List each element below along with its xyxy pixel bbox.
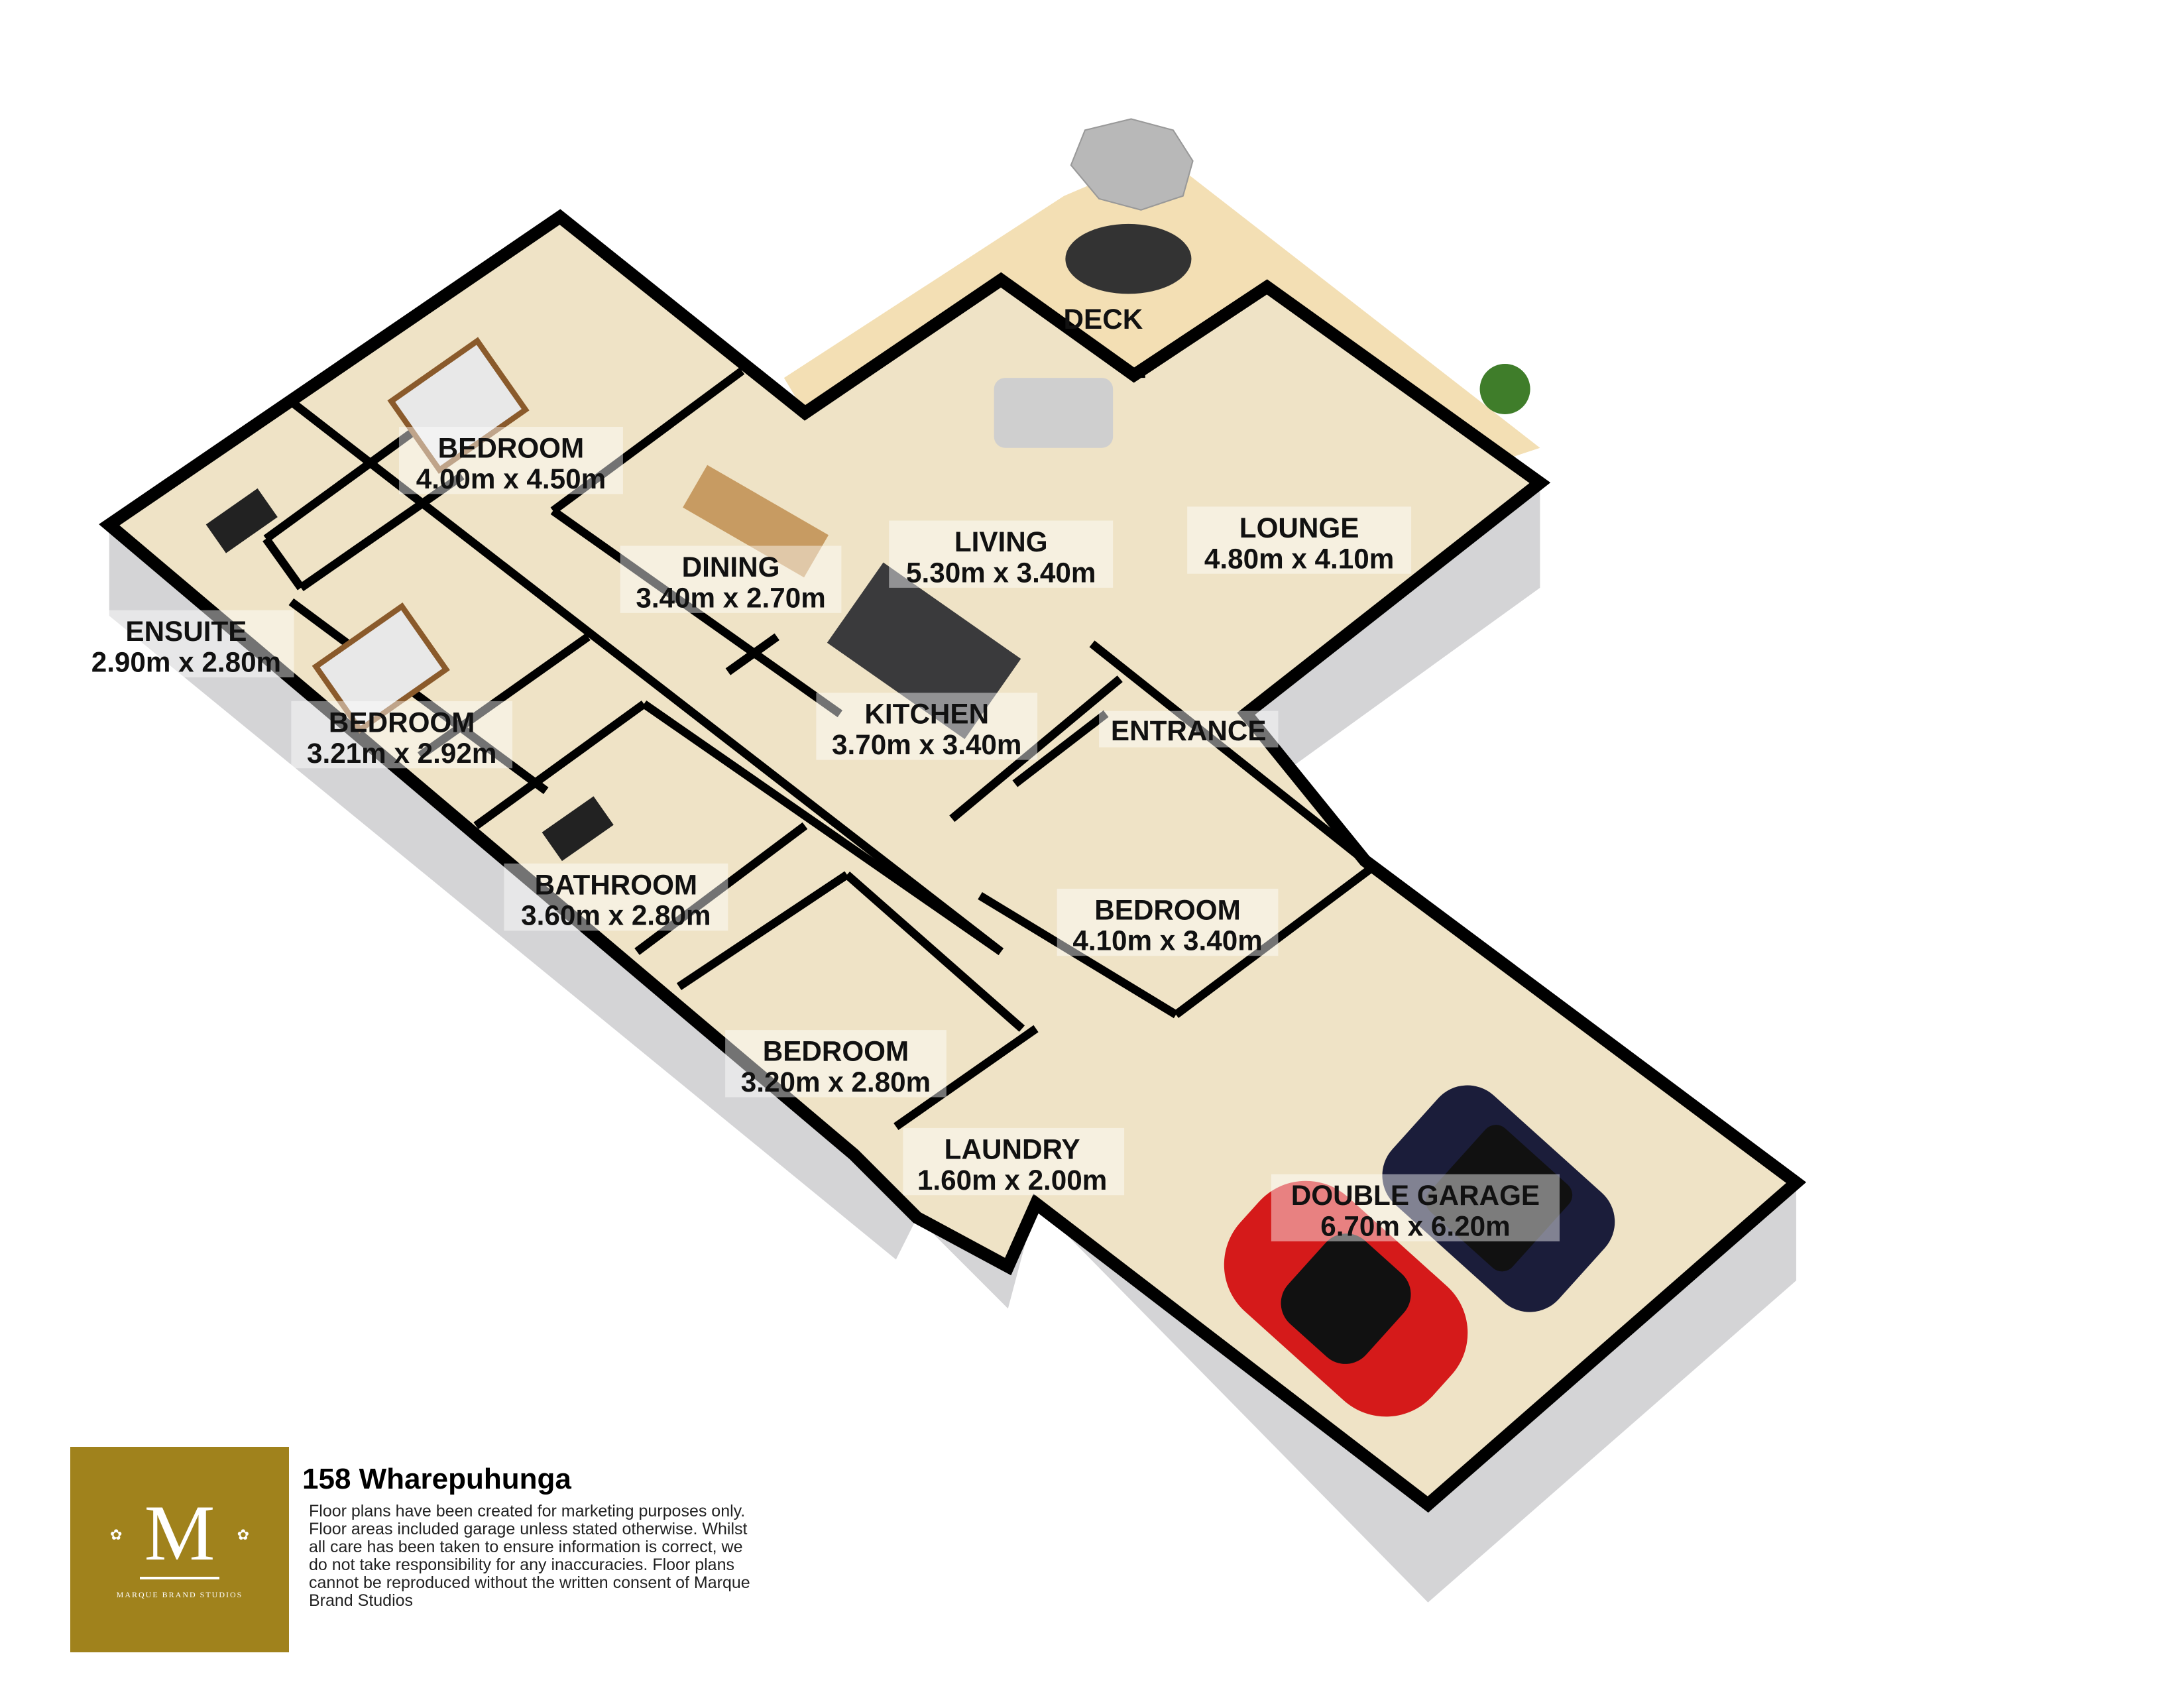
svg-text:ENSUITE: ENSUITE	[125, 616, 247, 647]
room-label-deck: DECK	[1064, 304, 1143, 335]
svg-text:ENTRANCE: ENTRANCE	[1111, 715, 1267, 746]
plant-icon	[1479, 364, 1530, 415]
svg-text:BEDROOM: BEDROOM	[1094, 894, 1241, 925]
svg-text:2.90m x 2.80m: 2.90m x 2.80m	[91, 647, 281, 678]
interior-walls	[262, 367, 1375, 1131]
svg-text:BATHROOM: BATHROOM	[535, 869, 698, 900]
kitchen-island	[827, 562, 1021, 740]
floor	[99, 209, 1807, 1513]
room-label-living: LIVING 5.30m x 3.40m	[889, 520, 1114, 588]
svg-text:LOUNGE: LOUNGE	[1239, 512, 1359, 543]
sofa	[994, 378, 1114, 448]
svg-text:5.30m x 3.40m: 5.30m x 3.40m	[906, 557, 1096, 588]
umbrella-icon	[1070, 118, 1194, 211]
svg-text:3.20m x 2.80m: 3.20m x 2.80m	[741, 1066, 931, 1098]
exterior-walls-right	[1245, 483, 1540, 770]
svg-text:BEDROOM: BEDROOM	[329, 707, 475, 738]
logo-studio-name: MARQUE BRAND STUDIOS	[116, 1590, 243, 1599]
room-label-bedroom-4: BEDROOM 3.20m x 2.80m	[725, 1030, 947, 1098]
svg-text:LIVING: LIVING	[954, 526, 1048, 557]
room-label-bedroom-3: BEDROOM 4.10m x 3.40m	[1057, 888, 1279, 956]
bed-master	[387, 337, 530, 474]
svg-text:3.21m x 2.92m: 3.21m x 2.92m	[307, 738, 496, 769]
logo-divider	[140, 1577, 219, 1579]
svg-text:LAUNDRY: LAUNDRY	[945, 1133, 1080, 1165]
deck-table	[1065, 223, 1192, 294]
room-label-bathroom: BATHROOM 3.60m x 2.80m	[504, 863, 728, 931]
room-label-kitchen: KITCHEN 3.70m x 3.40m	[816, 693, 1038, 760]
room-label-lounge: LOUNGE 4.80m x 4.10m	[1187, 506, 1412, 574]
room-label-bedroom-master: BEDROOM 4.00m x 4.50m	[398, 427, 623, 494]
bed-2	[312, 602, 450, 734]
svg-text:DOUBLE GARAGE: DOUBLE GARAGE	[1291, 1180, 1540, 1211]
property-title: 158 Wharepuhunga	[302, 1463, 571, 1495]
room-label-bedroom-2: BEDROOM 3.21m x 2.92m	[291, 701, 513, 769]
room-label-dining: DINING 3.40m x 2.70m	[620, 545, 842, 613]
svg-text:1.60m x 2.00m: 1.60m x 2.00m	[917, 1165, 1107, 1196]
ornament-icon: ✿	[237, 1526, 249, 1543]
svg-text:3.60m x 2.80m: 3.60m x 2.80m	[521, 900, 711, 931]
logo-letter: M	[144, 1489, 215, 1577]
svg-text:6.70m x 6.20m: 6.70m x 6.20m	[1320, 1211, 1510, 1242]
room-label-laundry: LAUNDRY 1.60m x 2.00m	[903, 1127, 1125, 1196]
svg-text:BEDROOM: BEDROOM	[438, 432, 585, 463]
red-car	[1224, 1180, 1468, 1417]
svg-text:BEDROOM: BEDROOM	[763, 1036, 909, 1067]
suv-car	[1382, 1085, 1615, 1312]
svg-text:4.00m x 4.50m: 4.00m x 4.50m	[416, 463, 606, 494]
dining-table	[683, 465, 829, 578]
svg-text:3.40m x 2.70m: 3.40m x 2.70m	[636, 582, 825, 613]
vanity	[205, 488, 278, 553]
svg-text:DINING: DINING	[682, 551, 780, 583]
svg-text:3.70m x 3.40m: 3.70m x 3.40m	[832, 729, 1021, 760]
room-label-garage: DOUBLE GARAGE 6.70m x 6.20m	[1271, 1174, 1560, 1242]
svg-text:DECK: DECK	[1064, 304, 1143, 335]
svg-text:4.10m x 3.40m: 4.10m x 3.40m	[1072, 925, 1262, 956]
marque-logo: ✿ ✿ M MARQUE BRAND STUDIOS	[70, 1447, 289, 1652]
bathroom-vanity	[542, 796, 614, 862]
room-label-entrance: ENTRANCE	[1099, 711, 1279, 748]
svg-text:KITCHEN: KITCHEN	[864, 699, 989, 730]
room-label-ensuite: ENSUITE 2.90m x 2.80m	[77, 610, 294, 678]
deck-area	[783, 154, 1540, 462]
ornament-icon: ✿	[110, 1526, 123, 1543]
disclaimer: Floor plans have been created for market…	[309, 1502, 750, 1610]
svg-text:4.80m x 4.10m: 4.80m x 4.10m	[1204, 543, 1394, 574]
